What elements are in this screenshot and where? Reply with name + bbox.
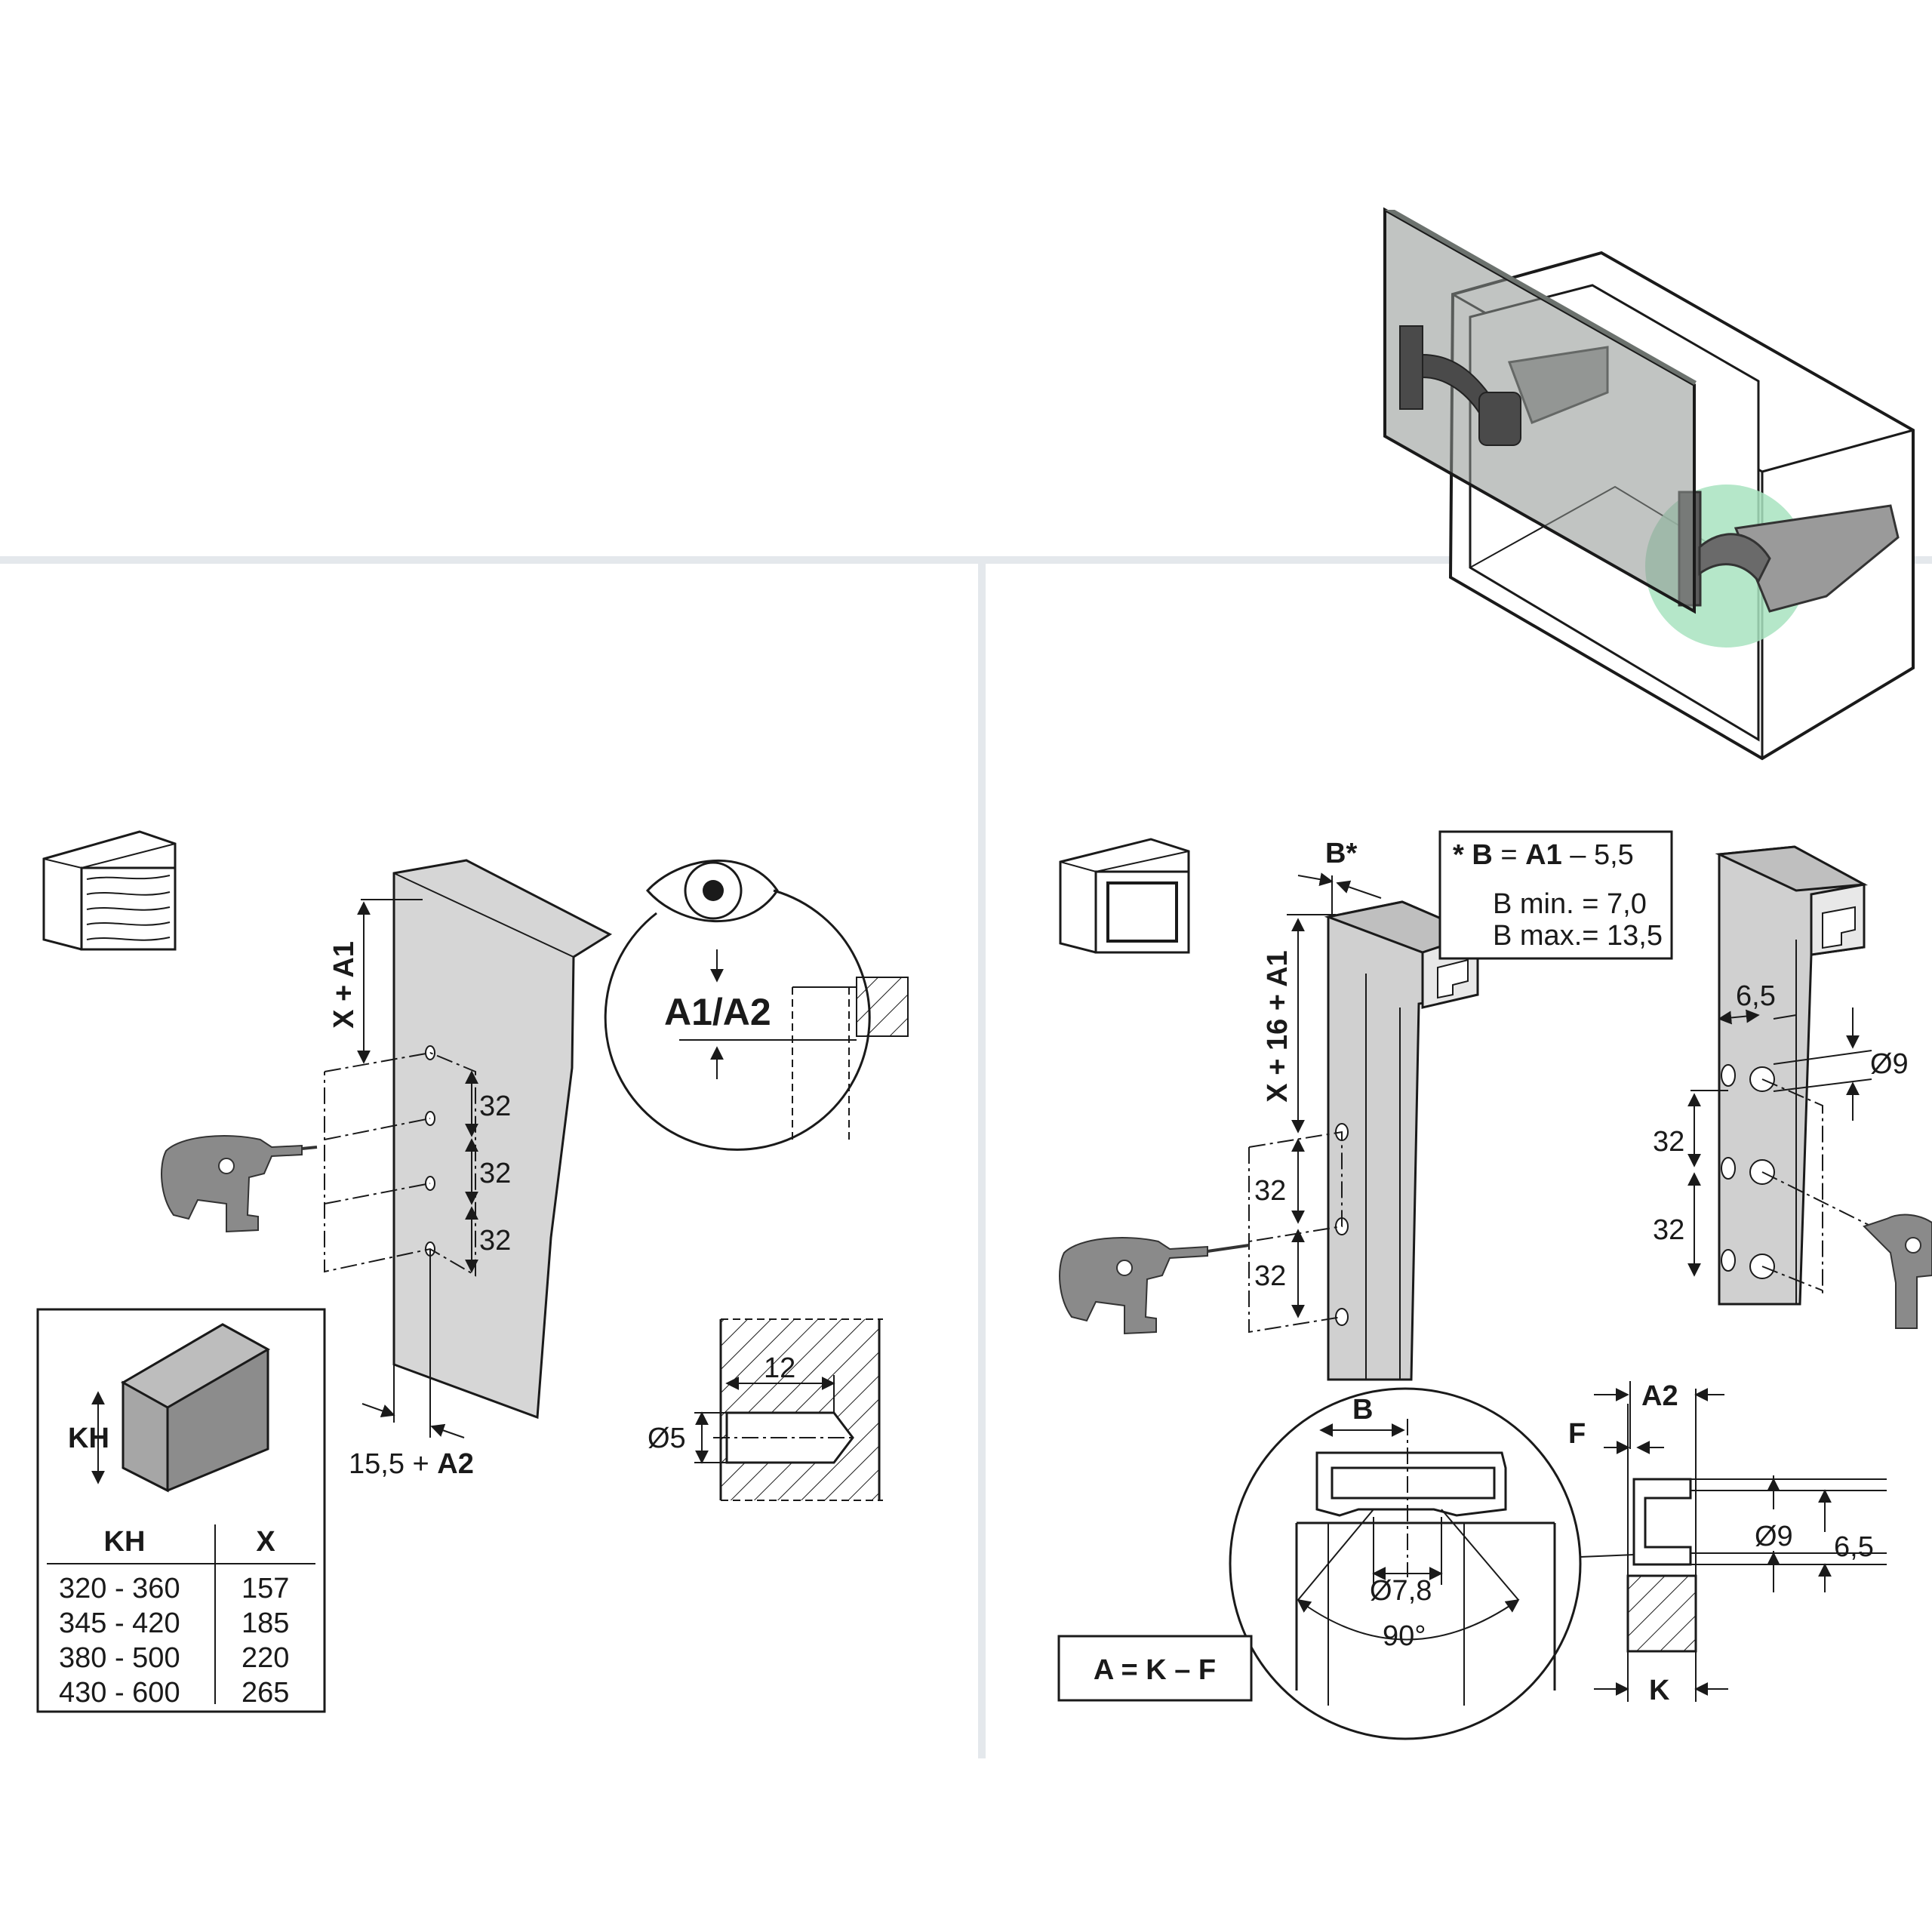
side-panel bbox=[324, 859, 613, 1438]
spacing-label-3: 32 bbox=[479, 1225, 511, 1257]
table-row-x: 185 bbox=[242, 1607, 289, 1639]
drill-depth-label: 12 bbox=[764, 1352, 795, 1384]
profile-detail-circle: B Ø7,8 90° bbox=[1229, 1387, 1635, 1740]
solid-front-cabinet-icon bbox=[42, 830, 177, 951]
dim-15-5-label: 15,5 + A2 bbox=[349, 1448, 474, 1480]
table-row-x: 220 bbox=[242, 1642, 289, 1674]
section-offset-label: 6,5 bbox=[1834, 1531, 1874, 1563]
formula-label: A = K – F bbox=[1094, 1654, 1216, 1686]
profile-hole-label: Ø9 bbox=[1870, 1048, 1909, 1080]
section-a2-label: A2 bbox=[1641, 1380, 1678, 1412]
profile-spacing-label-2: 32 bbox=[1653, 1214, 1684, 1246]
table-row-kh: 430 - 600 bbox=[59, 1677, 180, 1709]
dim-x-a1-label: X + A1 bbox=[328, 941, 360, 1029]
right-spacing-label-1: 32 bbox=[1254, 1175, 1286, 1207]
spacing-label-2: 32 bbox=[479, 1158, 511, 1189]
hole-spacing-dims: 32 32 32 bbox=[465, 1070, 511, 1273]
table-row-kh: 345 - 420 bbox=[59, 1607, 180, 1639]
drill-diameter-label: Ø5 bbox=[648, 1423, 686, 1454]
aluminium-profile-back: 6,5 Ø9 32 32 bbox=[1653, 845, 1909, 1306]
profile-section-view: A2 F Ø9 6,5 K bbox=[1568, 1380, 1887, 1706]
kh-header-x: X bbox=[256, 1526, 275, 1558]
section-hole-label: Ø9 bbox=[1755, 1521, 1793, 1552]
dimension-15-5-a2: 15,5 + A2 bbox=[349, 1364, 474, 1480]
drill-icon-left bbox=[161, 1135, 318, 1233]
drill-icon-far-right bbox=[1863, 1214, 1932, 1329]
b-formula-note: * B = A1 – 5,5 B min. = 7,0 B max.= 13,5 bbox=[1438, 830, 1673, 960]
cabinet-illustration bbox=[1383, 207, 1915, 761]
b-star-label: B* bbox=[1325, 838, 1357, 869]
right-spacing-label-2: 32 bbox=[1254, 1260, 1286, 1292]
table-row-x: 157 bbox=[242, 1573, 289, 1604]
dimension-x-a1: X + A1 bbox=[328, 899, 423, 1064]
detail-b-label: B bbox=[1352, 1394, 1373, 1426]
note-line-3: B max.= 13,5 bbox=[1493, 920, 1663, 952]
table-row-kh: 380 - 500 bbox=[59, 1642, 180, 1674]
section-k-label: K bbox=[1649, 1675, 1670, 1706]
formula-box: A = K – F bbox=[1057, 1635, 1253, 1702]
dimension-b-star: B* bbox=[1297, 838, 1382, 917]
vertical-separator bbox=[978, 564, 986, 1758]
framed-front-cabinet-icon bbox=[1059, 838, 1190, 954]
detail-diameter-label: Ø7,8 bbox=[1370, 1575, 1432, 1607]
drill-icon-right bbox=[1059, 1237, 1250, 1335]
detail-a1-a2-label: A1/A2 bbox=[664, 991, 771, 1033]
dimension-x-16-a1: X + 16 + A1 32 32 bbox=[1254, 914, 1336, 1318]
kh-table-rows: 320 - 360 157 345 - 420 185 380 - 500 22… bbox=[59, 1573, 289, 1709]
detail-angle-label: 90° bbox=[1383, 1620, 1426, 1652]
spacing-label-1: 32 bbox=[479, 1091, 511, 1122]
note-line-1: * B = A1 – 5,5 bbox=[1453, 839, 1634, 871]
kh-header-kh: KH bbox=[104, 1526, 146, 1558]
horizontal-separator bbox=[0, 556, 1932, 564]
view-detail-circle: A1/A2 bbox=[604, 859, 909, 1151]
profile-spacing-label-1: 32 bbox=[1653, 1126, 1684, 1158]
drill-hole-section: 12 Ø5 bbox=[648, 1318, 883, 1501]
dim-x-16-a1-label: X + 16 + A1 bbox=[1262, 950, 1294, 1102]
kh-table-box: KH KH X 320 - 360 157 345 - 420 185 380 … bbox=[36, 1308, 326, 1713]
table-row-x: 265 bbox=[242, 1677, 289, 1709]
note-line-2: B min. = 7,0 bbox=[1493, 888, 1647, 920]
profile-width-label: 6,5 bbox=[1736, 980, 1776, 1012]
table-row-kh: 320 - 360 bbox=[59, 1573, 180, 1604]
kh-box-label: KH bbox=[68, 1423, 109, 1454]
section-f-label: F bbox=[1568, 1418, 1586, 1450]
